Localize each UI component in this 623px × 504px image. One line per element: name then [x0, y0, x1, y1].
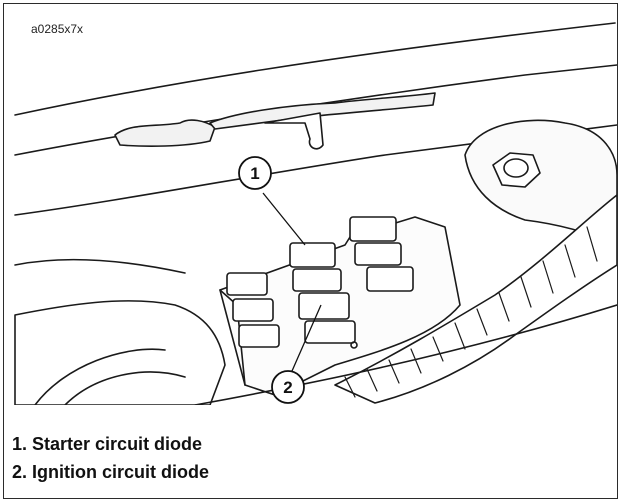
callout-2-leader — [291, 304, 322, 372]
figure-reference-code: a0285x7x — [31, 22, 84, 36]
wiring-harness — [334, 194, 617, 404]
sealant-blob — [209, 92, 436, 130]
callout-2: 2 — [271, 370, 305, 404]
sealant-blob — [114, 119, 216, 147]
callout-1-label: 1 — [250, 164, 259, 183]
callout-2-label: 2 — [283, 378, 292, 397]
callout-1-leader — [262, 192, 306, 246]
hood-edge-line — [14, 22, 616, 116]
bracket-hook — [264, 112, 324, 150]
cowl-lower-line — [14, 124, 617, 216]
legend-item-1: 1. Starter circuit diode — [12, 434, 203, 454]
callout-1: 1 — [238, 156, 272, 190]
fuse-block-illustration: 1 2 — [14, 22, 617, 405]
legend-item-2: 2. Ignition circuit diode — [12, 462, 210, 482]
figure-legend: 1. Starter circuit diode 2. Ignition cir… — [12, 430, 209, 486]
fuse-column-left — [226, 272, 280, 348]
fuse-column-middle — [289, 242, 356, 344]
fuse-column-right — [349, 216, 414, 292]
hex-nut — [492, 152, 541, 188]
